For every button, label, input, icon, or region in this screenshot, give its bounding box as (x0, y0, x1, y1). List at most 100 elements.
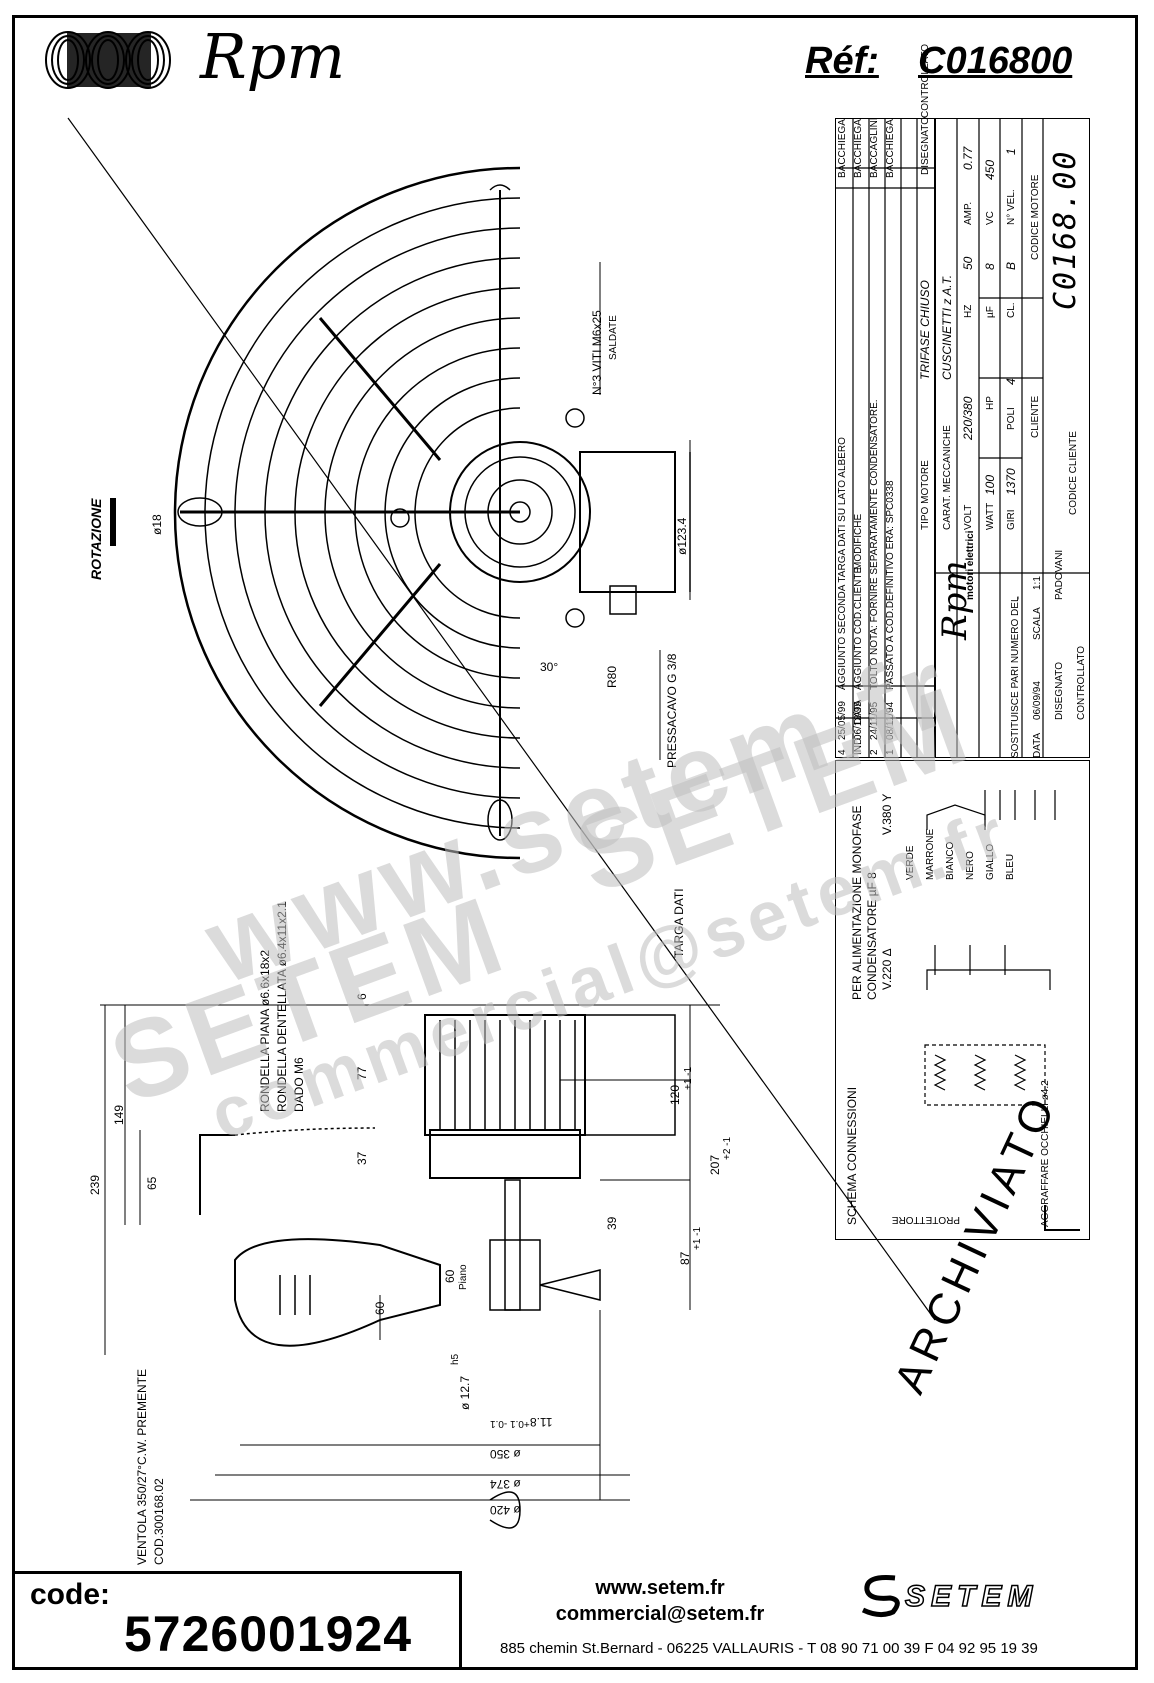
rev-by: BACCHIEGA (885, 119, 896, 178)
screws-note: N°3 VITI M6x25 (590, 310, 604, 395)
rotation-label: ROTAZIONE (88, 498, 104, 580)
controllato-label: CONTROLLATO (1076, 645, 1087, 720)
dim-dia-123: ø123.4 (675, 517, 689, 555)
dim-37: 37 (355, 1151, 369, 1165)
volt-value: 220/380 (961, 396, 975, 440)
dim-120-tol: +1 -1 (683, 1066, 694, 1090)
schema-title: SCHEMA CONNESSIONI (845, 1086, 859, 1225)
address: 885 chemin St.Bernard - 06225 VALLAURIS … (500, 1640, 1038, 1657)
giri-value: 1370 (1004, 468, 1018, 495)
setem-logo-text: SETEM (904, 1579, 1039, 1614)
dim-11-8-tol: +0.1 -0.1 (490, 1418, 530, 1429)
hp-label: HP (985, 396, 996, 410)
fan-guard (173, 166, 521, 860)
schema-v220: V.220 Δ (880, 948, 894, 990)
code-label: code: (30, 1578, 111, 1611)
dim-dia-350: ø 350 (490, 1447, 521, 1461)
dim-120: 120 (668, 1084, 682, 1105)
dim-r80: R80 (605, 665, 619, 688)
nvel-label: N° VEL. (1006, 189, 1017, 225)
amp-value: 0.77 (961, 146, 975, 170)
carat-value: CUSCINETTI z A.T. (940, 274, 954, 380)
giri-label: GIRI (1006, 509, 1017, 530)
dim-11-8: 11.8 (530, 1415, 553, 1429)
archive-strike-line (67, 117, 936, 1321)
ref-value: C016800 (918, 40, 1073, 82)
cliente-label: CLIENTE (1030, 395, 1041, 438)
piano-label: Piano (458, 1264, 469, 1290)
screws-note-2: SALDATE (608, 315, 619, 360)
rev-by: BACCAGLINI (869, 117, 880, 178)
rotation-arrow (110, 498, 116, 546)
amp-label: AMP. (963, 201, 974, 225)
rev-by: BACCHIEGA (853, 119, 864, 178)
poli-value: 4 (1004, 378, 1018, 385)
codice-motore-label: CODICE MOTORE (1030, 174, 1041, 260)
carat-label: CARAT. MECCANICHE (942, 425, 953, 530)
motor-hub (390, 408, 691, 628)
connection-schema (835, 760, 1090, 1240)
dim-207-tol: +2 -1 (722, 1136, 733, 1160)
rev-col-disegnato: DISEGNATO (920, 117, 931, 175)
dim-60-b: 60 (373, 1301, 387, 1315)
ventola-label: VENTOLA 350/27°C.W. PREMENTE (135, 1369, 149, 1565)
cl-value: B (1004, 261, 1018, 270)
dim-angle-30: 30° (540, 660, 559, 674)
dim-207: 207 (708, 1154, 722, 1175)
rev-col-controllato: CONTROLLATO (920, 43, 931, 118)
watt-value: 100 (983, 474, 997, 495)
volt-label: VOLT (963, 504, 974, 530)
code-value: 5726001924 (124, 1606, 413, 1662)
data-value: 06/09/94 (1032, 681, 1043, 720)
rev-by: BACCHIEGA (837, 119, 848, 178)
brand-logo-text: Rpm (200, 20, 346, 93)
dim-239: 239 (88, 1174, 102, 1195)
title-block-grid (835, 118, 1090, 758)
motor-side-view (199, 1014, 676, 1529)
data-label: DATA (1032, 732, 1043, 758)
rpm-coil-logo (45, 31, 171, 89)
dim-60-a: 60 (443, 1269, 457, 1283)
schema-agraffare: AGGRAFFARE OCCHIELLI ø4.2 (1040, 1080, 1051, 1227)
dim-149: 149 (112, 1104, 126, 1125)
website-link[interactable]: www.setem.fr (595, 1577, 725, 1599)
setem-logo-swoosh (861, 1575, 900, 1618)
ventola-code: COD.300168.02 (152, 1478, 166, 1565)
dimension-lines (100, 262, 720, 1501)
schema-protettore: PROTETTORE (891, 1214, 960, 1225)
codice-motore-value: C0168.00 (1048, 149, 1083, 311)
email-link[interactable]: commercial@setem.fr (555, 1603, 765, 1625)
title-block-brand-sub: motori elettrici (965, 530, 976, 600)
disegnato-label: DISEGNATO (1054, 662, 1065, 720)
uf-label: µF (985, 306, 996, 318)
vc-label: VC (985, 211, 996, 225)
cl-label: CL. (1006, 302, 1017, 318)
dim-dia-12-7: ø 12.7 (458, 1375, 472, 1410)
codice-cliente-label: CODICE CLIENTE (1068, 431, 1079, 515)
poli-label: POLI (1006, 407, 1017, 430)
tipo-motore-value: TRIFASE CHIUSO (918, 280, 932, 380)
watt-label: WATT (985, 502, 996, 530)
sostituisce-value: - (1010, 596, 1024, 600)
tipo-motore-label: TIPO MOTORE (920, 460, 931, 530)
drawing-frame (12, 15, 1138, 1670)
uf-value: 8 (983, 263, 997, 270)
dim-dia-374: ø 374 (490, 1477, 521, 1491)
hz-label: HZ (963, 304, 974, 318)
dim-dia-12-7-tol: h5 (450, 1353, 461, 1365)
dim-39: 39 (605, 1216, 619, 1230)
hz-value: 50 (961, 256, 975, 270)
rev-col-modifiche: MODIFICHE (853, 513, 864, 570)
dim-87-tol: +1 -1 (692, 1226, 703, 1250)
vc-value: 450 (983, 159, 997, 180)
sostituisce-label: SOSTITUISCE PARI NUMERO DEL (1010, 596, 1021, 758)
dim-87: 87 (678, 1251, 692, 1265)
scala-value: 1:1 (1032, 576, 1043, 590)
dim-65: 65 (145, 1176, 159, 1190)
nvel-value: 1 (1004, 148, 1018, 155)
dim-dia-18: ø18 (150, 514, 164, 535)
scala-label: SCALA (1032, 607, 1043, 640)
dim-dia-420: ø 420 (490, 1503, 521, 1517)
code-box (15, 1571, 462, 1670)
